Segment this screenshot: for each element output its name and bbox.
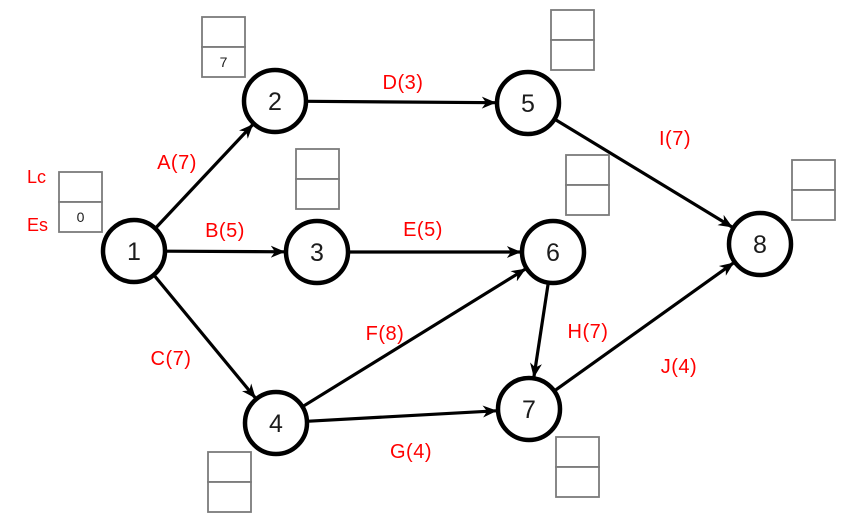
edge-arrow-A-1-2 [155, 123, 254, 229]
node-8-label: 8 [753, 231, 767, 259]
node-6-label: 6 [546, 239, 560, 267]
node-3: 3 [283, 218, 351, 286]
schedule-box-node-7-es-cell [555, 466, 600, 498]
edge-labels: A(7) B(5) C(7) D(3) E(5) F(8) G(4) H(7) … [151, 72, 697, 463]
node-1: 1 [100, 217, 168, 285]
schedule-box-node-6 [565, 154, 610, 216]
schedule-box-node-2-es-cell [201, 46, 246, 78]
schedule-box-node-5 [550, 9, 595, 71]
schedule-box-node-1-lc-cell [58, 171, 103, 203]
node-1-circle [100, 217, 168, 285]
schedule-box-node-2: 7 [201, 16, 246, 78]
node-7-label: 7 [522, 396, 536, 424]
schedule-box-node-8-es-cell [791, 189, 836, 221]
edge-label-F: F(8) [366, 323, 405, 345]
node-2-label: 2 [268, 88, 282, 116]
edge-label-H: H(7) [568, 321, 609, 343]
schedule-box-node-4-lc-cell [207, 451, 252, 483]
schedule-box-node-2-lc-cell [201, 16, 246, 48]
edge-arrow-B-1-3 [166, 245, 286, 258]
edge-arrow-I-5-8 [555, 118, 733, 229]
schedule-box-node-2-es-value: 7 [220, 54, 228, 70]
edges [153, 96, 735, 423]
edge-arrow-J-7-8 [554, 261, 735, 392]
legend: Lc Es [27, 167, 48, 235]
schedule-box-node-3-es-cell [295, 178, 340, 210]
node-5: 5 [494, 69, 562, 137]
edge-label-B: B(5) [205, 220, 245, 242]
schedule-box-node-1-es-value: 0 [77, 209, 85, 225]
schedule-boxes: 0 7 [58, 9, 836, 513]
edge-label-I: I(7) [659, 128, 691, 150]
schedule-box-node-4-es-cell [207, 481, 252, 513]
edge-label-G: G(4) [390, 441, 432, 463]
legend-es-label: Es [27, 215, 48, 235]
edge-arrow-G-4-7 [308, 405, 498, 423]
node-8-circle [726, 210, 794, 278]
node-7: 7 [495, 375, 563, 443]
edge-label-J: J(4) [661, 356, 697, 378]
schedule-box-node-7 [555, 436, 600, 498]
node-5-label: 5 [521, 90, 535, 118]
node-1-label: 1 [127, 238, 141, 266]
node-4-label: 4 [269, 410, 283, 438]
schedule-box-node-5-lc-cell [550, 9, 595, 41]
edge-arrow-C-1-4 [153, 275, 257, 399]
edge-label-D: D(3) [383, 72, 424, 94]
schedule-box-node-4 [207, 451, 252, 513]
schedule-box-node-1: 0 [58, 171, 103, 233]
schedule-box-node-7-lc-cell [555, 436, 600, 468]
node-6: 6 [519, 218, 587, 286]
schedule-box-node-3-lc-cell [295, 148, 340, 180]
schedule-box-node-5-es-cell [550, 39, 595, 71]
edge-arrow-F-4-6 [303, 267, 526, 408]
edge-label-A: A(7) [157, 152, 197, 174]
edge-arrow-H-6-7 [530, 284, 550, 378]
node-3-circle [283, 218, 351, 286]
node-3-label: 3 [310, 239, 324, 267]
schedule-box-node-3 [295, 148, 340, 210]
schedule-box-node-8-lc-cell [791, 159, 836, 191]
node-5-circle [494, 69, 562, 137]
node-2: 2 [241, 67, 309, 135]
schedule-box-node-8 [791, 159, 836, 221]
edge-label-E: E(5) [403, 219, 443, 241]
node-2-circle [241, 67, 309, 135]
schedule-box-node-6-lc-cell [565, 154, 610, 186]
node-4: 4 [242, 389, 310, 457]
node-4-circle [242, 389, 310, 457]
nodes: 1 2 3 4 5 6 7 8 [100, 67, 794, 457]
node-6-circle [519, 218, 587, 286]
node-7-circle [495, 375, 563, 443]
edge-label-C: C(7) [151, 348, 192, 370]
node-8: 8 [726, 210, 794, 278]
edge-arrow-D-2-5 [307, 96, 497, 109]
schedule-box-node-1-es-cell [58, 201, 103, 233]
schedule-box-node-6-es-cell [565, 184, 610, 216]
legend-lc-label: Lc [27, 167, 46, 187]
